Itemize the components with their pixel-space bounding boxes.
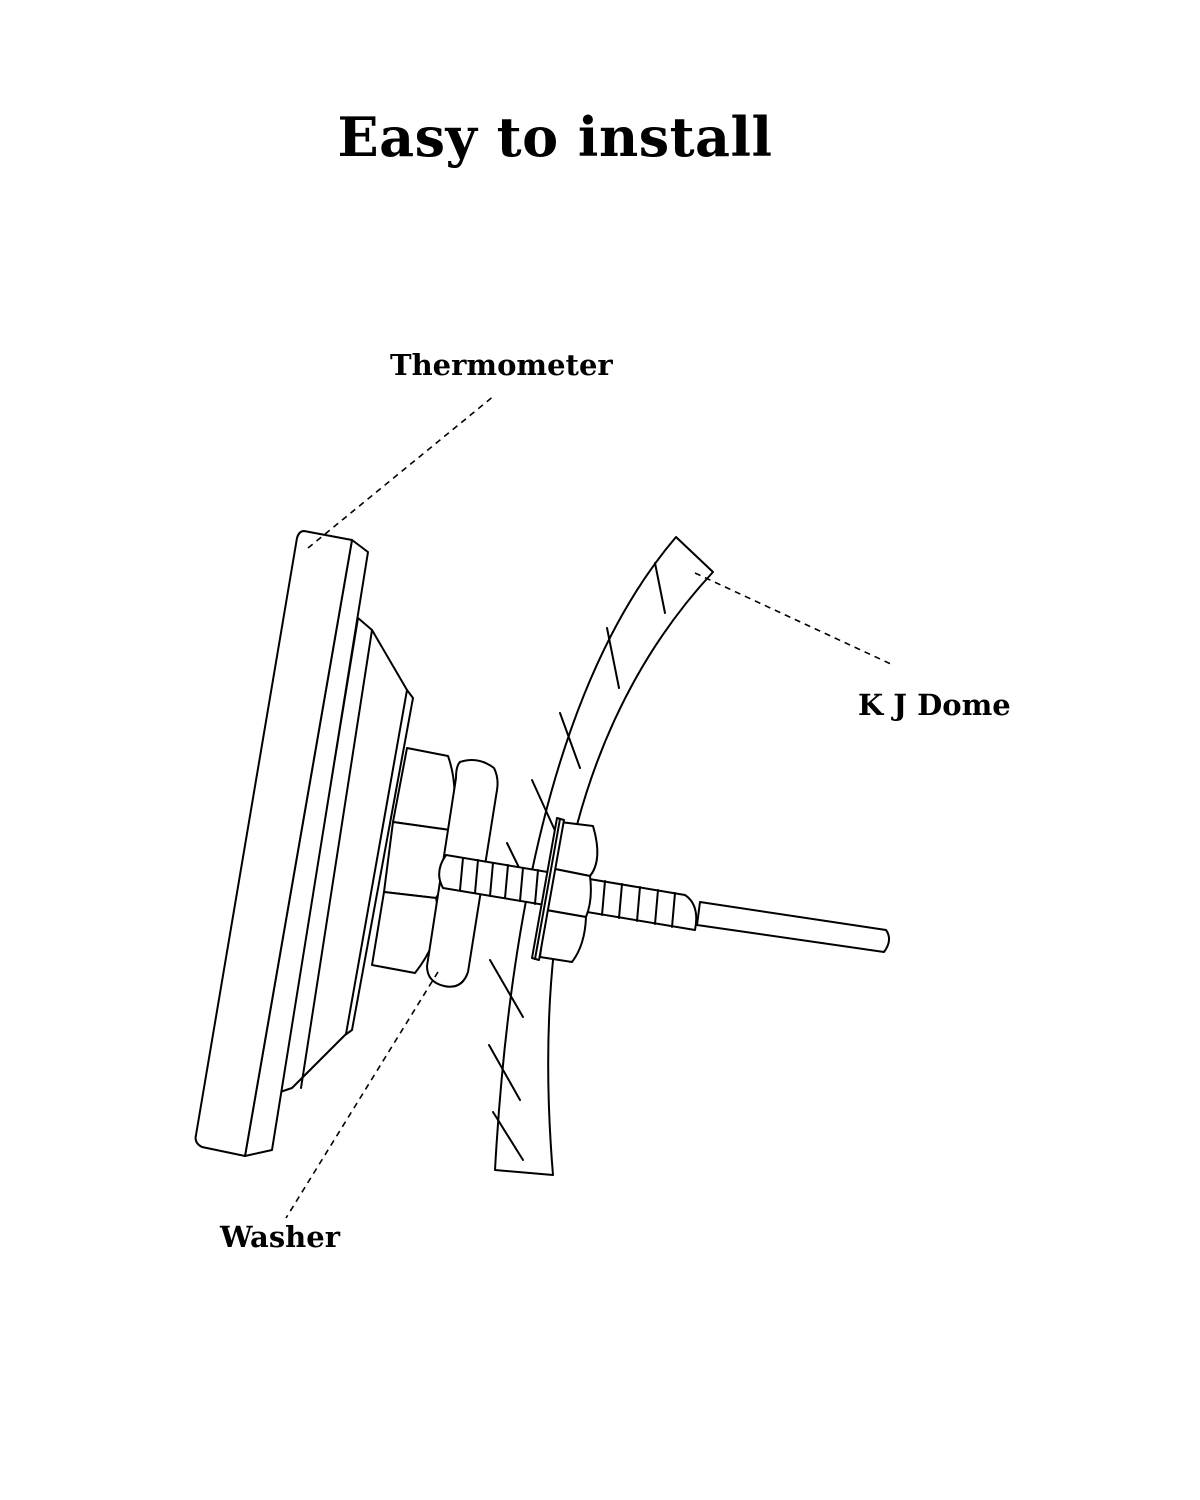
leader-dome	[694, 572, 894, 666]
probe-rod	[438, 854, 890, 953]
nut-right	[531, 817, 599, 963]
dome-wall	[488, 536, 714, 1176]
diagram-title: Easy to install	[337, 105, 773, 169]
thermometer-body	[279, 617, 414, 1093]
thermometer-dial	[194, 530, 369, 1157]
label-thermometer: Thermometer	[390, 348, 613, 382]
label-dome: K J Dome	[858, 688, 1011, 722]
leader-washer	[285, 971, 439, 1219]
label-washer: Washer	[220, 1220, 340, 1254]
leader-thermometer	[307, 394, 496, 549]
